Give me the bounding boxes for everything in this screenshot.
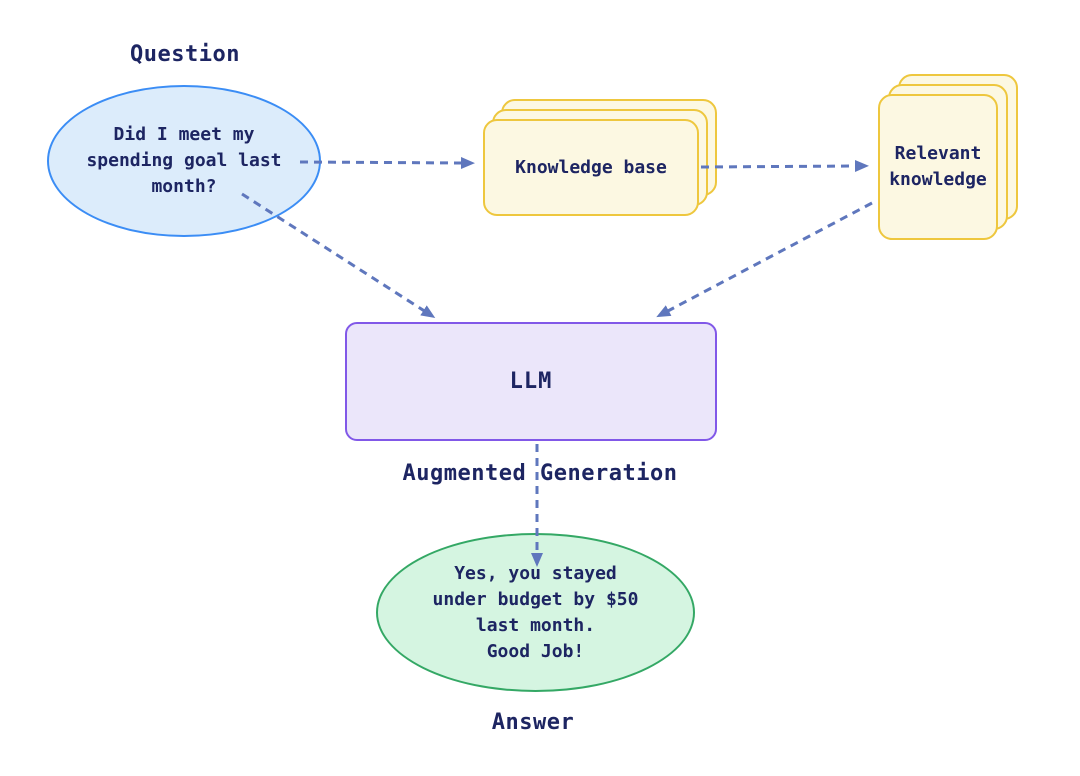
augmented-generation-label: Augmented Generation <box>402 461 678 486</box>
question-bubble-text: Did I meet my spending goal last month? <box>86 124 282 197</box>
question-label: Question <box>130 42 240 67</box>
llm-box: LLM <box>345 322 717 441</box>
edge-question-to-knowledge-base <box>299 156 475 169</box>
question-bubble: Did I meet my spending goal last month? <box>47 85 321 237</box>
relevant-knowledge-label: Relevant knowledge <box>889 143 987 190</box>
answer-bubble: Yes, you stayed under budget by $50 last… <box>376 533 695 692</box>
answer-bubble-text: Yes, you stayed under budget by $50 last… <box>432 562 639 662</box>
knowledge-base-label: Knowledge base <box>515 156 667 178</box>
llm-label: LLM <box>509 369 553 394</box>
relevant-knowledge-card-front: Relevant knowledge <box>878 94 998 240</box>
answer-label: Answer <box>491 710 575 735</box>
edge-knowledge-base-to-relevant-knowledge <box>700 160 869 173</box>
knowledge-base-card-front: Knowledge base <box>483 119 699 216</box>
edge-relevant-knowledge-to-llm <box>656 201 873 318</box>
